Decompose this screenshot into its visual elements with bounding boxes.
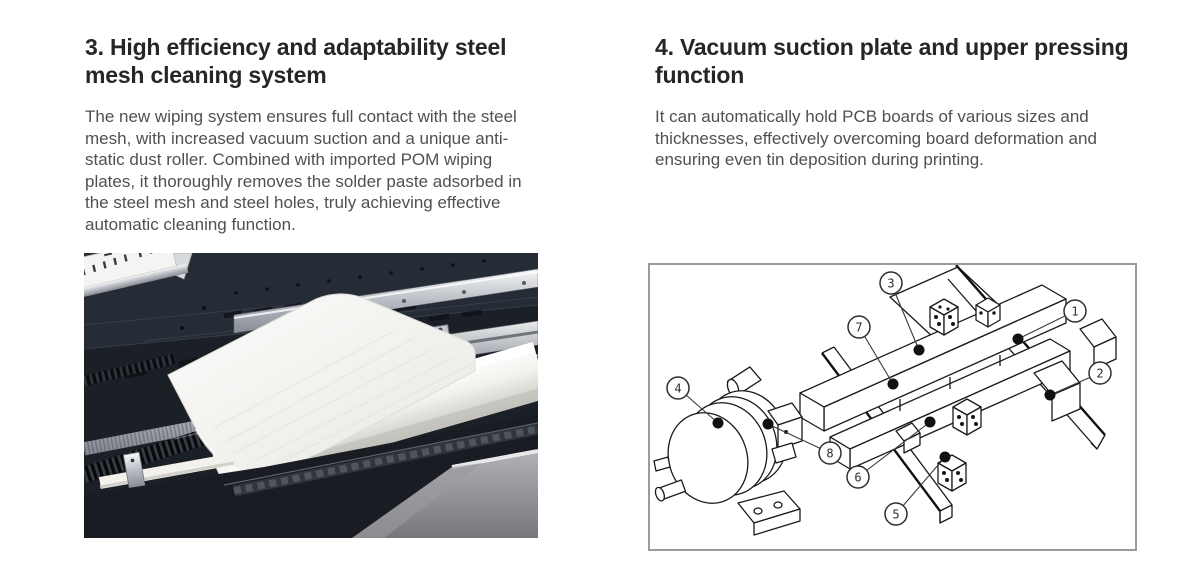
section-heading-3: 3. High efficiency and adaptability stee… xyxy=(85,34,507,88)
callout-3: 3 xyxy=(879,271,903,295)
callout-3-label: 3 xyxy=(887,277,894,291)
diagram-clamp-cube-b xyxy=(975,297,1001,328)
callout-1: 1 xyxy=(1063,299,1087,323)
cleaning-system-photo xyxy=(84,253,538,538)
diagram-clamp-cube-c xyxy=(952,398,982,436)
diagram-clamp-cube-a xyxy=(929,298,959,336)
callout-4: 4 xyxy=(666,376,690,400)
callout-7: 7 xyxy=(847,315,871,339)
callout-8: 8 xyxy=(818,441,842,465)
callout-2-label: 2 xyxy=(1096,367,1103,381)
section-body-3: The new wiping system ensures full conta… xyxy=(85,107,522,234)
diagram-clamp-cube-d xyxy=(937,454,967,492)
callout-5: 5 xyxy=(884,502,908,526)
pump-tab xyxy=(653,456,671,472)
callout-7-label: 7 xyxy=(855,321,862,335)
pump-nozzle xyxy=(654,479,687,502)
callout-1-label: 1 xyxy=(1071,305,1078,319)
callout-2: 2 xyxy=(1088,361,1112,385)
pump-side-blocks xyxy=(767,402,803,464)
pump-bracket xyxy=(737,490,801,536)
diagram-reference-dots xyxy=(712,333,1056,463)
callout-4-label: 4 xyxy=(674,382,681,396)
callout-6: 6 xyxy=(846,465,870,489)
cleaning-system-photo-svg xyxy=(84,253,538,538)
callout-5-label: 5 xyxy=(892,508,899,522)
callout-6-label: 6 xyxy=(854,471,861,485)
photo-machine-base xyxy=(84,415,538,538)
diagram-small-bracket xyxy=(895,422,921,454)
vacuum-plate-diagram-svg: 1 2 3 4 5 6 7 xyxy=(653,265,1117,536)
section-body-4: It can automatically hold PCB boards of … xyxy=(655,107,1097,170)
section-vacuum-suction: 4. Vacuum suction plate and upper pressi… xyxy=(655,33,1147,171)
roller-shaft xyxy=(98,451,236,489)
diagram-callouts: 1 2 3 4 5 6 7 xyxy=(666,271,1112,526)
section-heading-4: 4. Vacuum suction plate and upper pressi… xyxy=(655,34,1129,88)
callout-8-label: 8 xyxy=(826,447,833,461)
section-steel-mesh-cleaning: 3. High efficiency and adaptability stee… xyxy=(85,33,540,236)
photo-control-panel xyxy=(84,253,193,302)
vacuum-plate-diagram: 1 2 3 4 5 6 7 xyxy=(648,263,1137,551)
